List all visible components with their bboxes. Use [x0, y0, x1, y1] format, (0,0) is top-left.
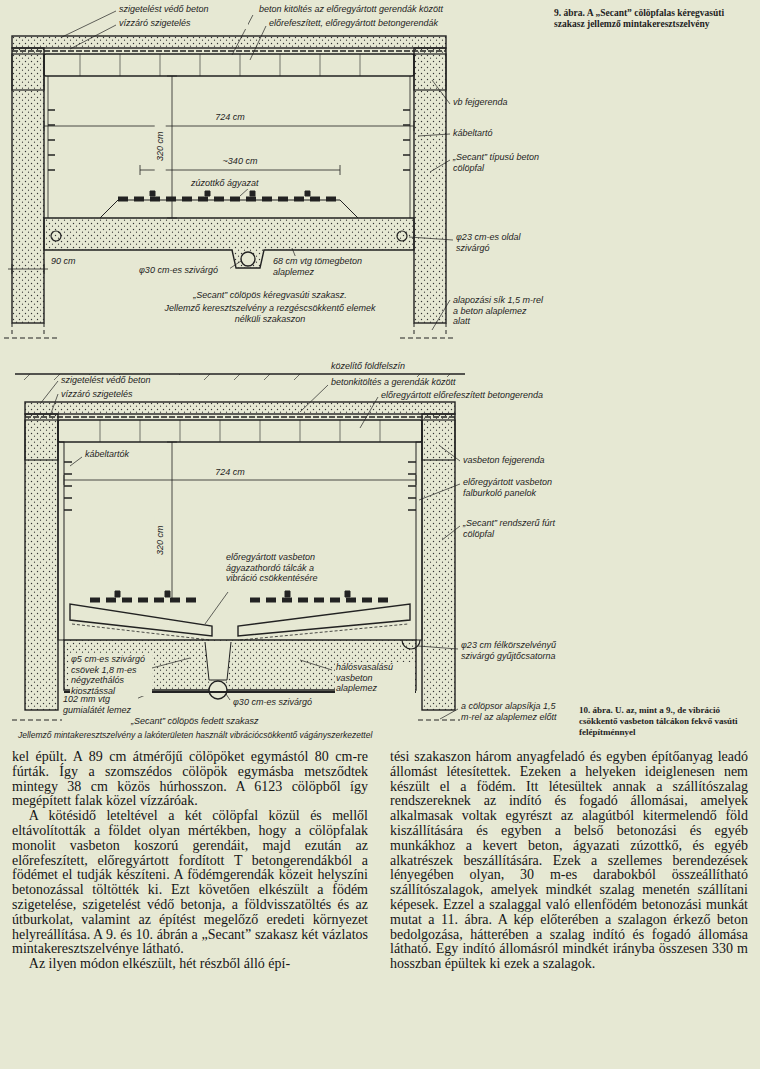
figure-subtitle: „Secant” cölöpös fedett szakasz — [130, 716, 290, 727]
figure-10-section-part — [205, 642, 231, 680]
figure-9-section-part — [12, 54, 44, 90]
body-paragraph: kel épült. A 89 cm átmérőjű cölöpöket eg… — [12, 750, 368, 809]
leader-label: előregyártott vasbeton falburkoló panelo… — [462, 477, 562, 498]
leader-label: szigetelést védő beton — [118, 4, 268, 15]
figure-9-section-part — [12, 50, 446, 51]
figure-10-section-part — [64, 462, 416, 510]
figure-subtitle: Jellemző mintakeresztszelvény a lakóterü… — [17, 730, 477, 740]
leader-label: φ23 cm félkörszelvényű szivárgó gyűjtőcs… — [460, 640, 570, 661]
leader-label: φ23 cm-es oldal szivárgó — [455, 232, 535, 253]
figure-10-section-part — [402, 640, 420, 649]
figure-10-section-part — [422, 414, 455, 710]
figure-9-section-part — [51, 231, 61, 241]
leader-label: vízzáró szigetelés — [118, 18, 248, 29]
figure-9-section-part — [48, 76, 410, 218]
figure-9-section-part — [4, 338, 456, 339]
figure-10-section-part — [422, 420, 455, 460]
leader-label: szigetelést védő beton — [60, 375, 200, 386]
body-paragraph: A kötésidő leteltével a két cölöpfal köz… — [12, 809, 368, 957]
leader-label: zúzottkő ágyazat — [190, 178, 300, 189]
figure-10-section-part — [25, 416, 455, 417]
figure-10-section — [12, 374, 468, 720]
figure-9-section-part — [62, 11, 453, 330]
leader-label: φ5 cm-es szivárgó csövek 1,8 m-es négyze… — [70, 654, 152, 696]
figure-9-section — [4, 11, 456, 338]
figure-10-section-part — [90, 598, 200, 603]
figure-10-section-part — [40, 381, 460, 719]
figure-10-section-part — [70, 604, 212, 636]
figure-9-section-part — [414, 54, 446, 90]
leader-label: közelítő földfelszín — [330, 361, 440, 372]
dimension-label: ~340 cm — [213, 156, 267, 167]
dimension-label: 90 cm — [50, 256, 90, 267]
figure-9-section-part — [80, 54, 360, 76]
leader-label: beton kitöltés az előregyártott gerendák… — [258, 4, 488, 15]
dimension-label: 320 cm — [155, 121, 166, 171]
leader-label: vasbeton fejgerenda — [462, 455, 572, 466]
figure-10-section-part — [238, 604, 410, 636]
leader-label: hálósvasalású vasbeton alaplemez — [335, 662, 415, 694]
figure-9-section-part — [414, 48, 446, 323]
figure-10-section-part — [25, 402, 455, 414]
leader-label: előregyártott vasbeton ágyazathordó tálc… — [225, 552, 340, 584]
leader-label: előrefeszített, előregyártott betongeren… — [268, 18, 493, 29]
figure-9-section-part — [150, 191, 310, 196]
body-paragraph: Az ilyen módon elkészült, hét részből ál… — [12, 957, 368, 972]
figure-10-section-part — [167, 442, 177, 600]
leader-label: 102 mm vtg gumialátét lemez — [62, 694, 138, 715]
figure-10-section-part — [72, 624, 408, 640]
figure-subtitle: „Secant” cölöpös kéregvasúti szakasz. — [160, 290, 380, 301]
figure-10-section-part — [115, 591, 350, 597]
figure-10-section-part — [25, 414, 58, 710]
figure-10-section-part — [25, 420, 58, 460]
figure-10-section-part — [416, 442, 422, 640]
figure-10-section-part — [250, 598, 390, 603]
body-paragraph: tési szakaszon három anyagfeladó és egyb… — [390, 750, 748, 972]
figure-9-section-part — [44, 54, 414, 76]
dimension-label: 320 cm — [155, 515, 166, 565]
leader-label: φ30 cm-es szivárgó — [232, 697, 327, 708]
leader-label: „Secant” típusú beton cölöpfal — [452, 152, 542, 173]
dimension-label: 724 cm — [205, 112, 255, 123]
figure-9-section-part — [12, 48, 44, 323]
leader-label: a cölöpsor alapsíkja 1,5 m-rel az alaple… — [460, 701, 565, 722]
figure-subtitle: Jellemző keresztszelvény a rezgéscsökken… — [150, 303, 390, 324]
figure-9-section-part — [100, 200, 358, 218]
figure-9-section-part — [241, 252, 255, 266]
leader-label: kábeltartók — [84, 449, 154, 460]
leader-label: vízzáró szigetelés — [60, 389, 180, 400]
figure-9-section-part — [12, 36, 446, 48]
figure-10-section-part — [100, 420, 380, 442]
figure-10-section-part — [209, 681, 227, 699]
leader-label: alapozási sík 1,5 m-rel a beton alapleme… — [452, 295, 547, 327]
leader-label: betonkitöltés a gerendák között — [330, 377, 510, 388]
figure-10-section-part — [58, 442, 64, 640]
figure-9-section-part — [118, 197, 340, 202]
figure-caption: 10. ábra. U. az, mint a 9., de vibráció … — [578, 705, 753, 737]
leader-label: φ30 cm-es szivárgó — [138, 265, 230, 276]
figure-9-section-part — [12, 323, 446, 336]
figure-9-section-part — [8, 264, 48, 274]
leader-label: vb fejgerenda — [452, 97, 547, 108]
leader-label: 68 cm vtg tömegbeton alaplemez — [272, 256, 387, 277]
figure-10-section-part — [58, 420, 422, 442]
leader-label: kábeltartó — [452, 128, 532, 139]
dimension-label: 724 cm — [205, 467, 255, 478]
figure-9-section-part — [48, 110, 410, 170]
figure-9-section-part — [397, 231, 407, 241]
figure-9-section-part — [167, 76, 177, 218]
figure-caption: 9. ábra. A „Secant” cölöpfalas kéregvasú… — [553, 8, 753, 31]
leader-label: „Secant” rendszerű fúrt cölöpfal — [462, 518, 557, 539]
leader-label: előregyártott előrefeszített betongerend… — [380, 390, 590, 401]
